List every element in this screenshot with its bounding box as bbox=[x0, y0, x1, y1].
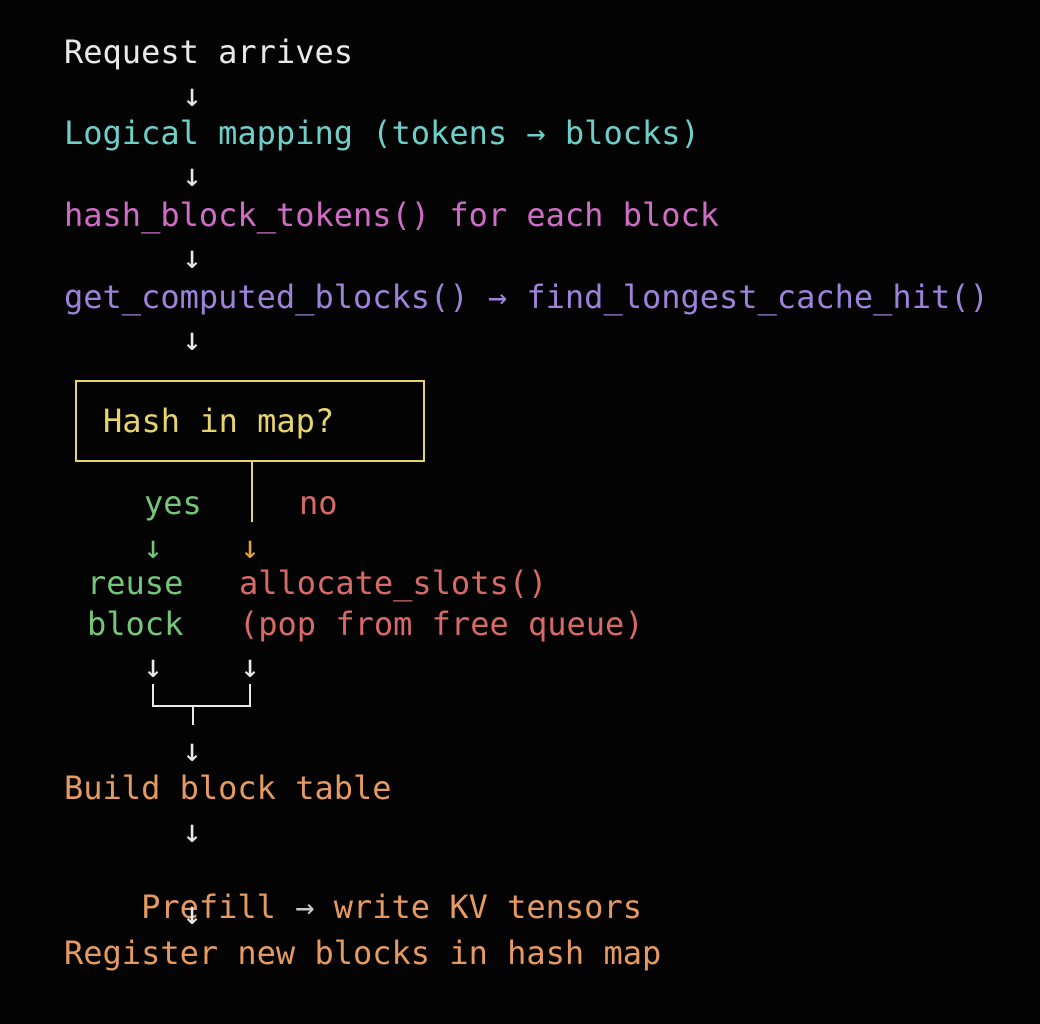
prefill-rest-label: write KV tensors bbox=[333, 888, 642, 926]
merge-bracket-right-line bbox=[249, 684, 251, 707]
down-arrow-icon: ↓ bbox=[182, 76, 202, 114]
step-request-arrives: Request arrives bbox=[64, 33, 353, 71]
decision-stem-line bbox=[251, 462, 253, 522]
down-arrow-icon: ↓ bbox=[182, 894, 202, 932]
branch-no-down-arrow-icon: ↓ bbox=[240, 528, 260, 566]
branch-yes-label: yes bbox=[144, 484, 202, 522]
branch-no-label: no bbox=[299, 484, 338, 522]
merge-bracket-left-line bbox=[152, 684, 154, 707]
step-logical-mapping: Logical mapping (tokens → blocks) bbox=[64, 114, 700, 152]
merge-bracket-stem-line bbox=[192, 707, 194, 725]
decision-box: Hash in map? bbox=[75, 380, 425, 462]
merge-bracket-horizontal-line bbox=[152, 705, 251, 707]
step-build-block-table: Build block table bbox=[64, 769, 392, 807]
merge-left-down-arrow-icon: ↓ bbox=[143, 647, 163, 685]
step-hash-block-tokens: hash_block_tokens() for each block bbox=[64, 196, 720, 234]
down-arrow-icon: ↓ bbox=[182, 156, 202, 194]
step-reuse-block-line2: block bbox=[87, 605, 184, 643]
step-get-computed-blocks: get_computed_blocks() → find_longest_cac… bbox=[64, 278, 989, 316]
down-arrow-icon: ↓ bbox=[182, 320, 202, 358]
step-reuse-block-line1: reuse bbox=[87, 564, 184, 602]
step-allocate-slots-line2: (pop from free queue) bbox=[239, 605, 644, 643]
down-arrow-icon: ↓ bbox=[182, 812, 202, 850]
step-allocate-slots-line1: allocate_slots() bbox=[239, 564, 548, 602]
prefill-right-arrow-icon: → bbox=[275, 888, 334, 926]
decision-label: Hash in map? bbox=[103, 402, 335, 440]
branch-yes-down-arrow-icon: ↓ bbox=[143, 528, 163, 566]
step-prefill: Prefill → write KV tensors bbox=[64, 853, 642, 961]
merge-right-down-arrow-icon: ↓ bbox=[240, 647, 260, 685]
step-register-blocks: Register new blocks in hash map bbox=[64, 934, 662, 972]
prefill-label: Prefill bbox=[141, 888, 276, 926]
down-arrow-icon: ↓ bbox=[182, 238, 202, 276]
merge-down-arrow-icon: ↓ bbox=[182, 731, 202, 769]
